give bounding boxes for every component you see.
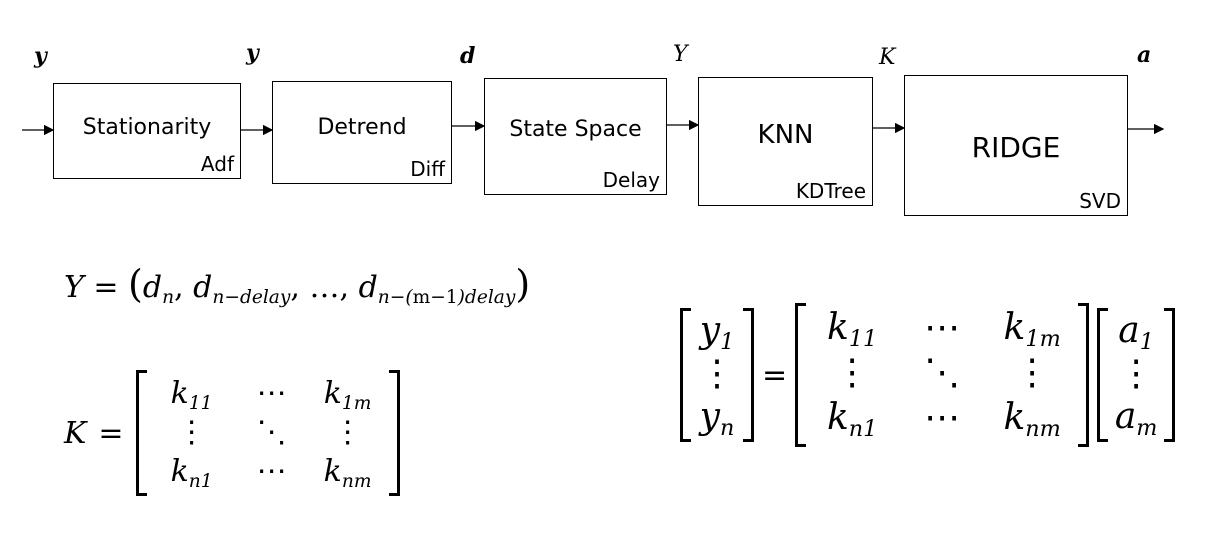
eq1-sub-last-a: n−( — [377, 286, 413, 308]
eq1-sub-n: n — [162, 286, 175, 308]
k2-vdots-right: ⋮ — [1014, 352, 1051, 393]
eq1-d1: d — [142, 270, 163, 305]
eq1-sub-last-b: )delay — [457, 286, 516, 308]
k-row1-hdots: ⋯ — [256, 376, 287, 411]
signal-y-input: y — [34, 43, 47, 69]
eq1-lhs: Y — [64, 270, 84, 305]
signal-d: d — [460, 43, 476, 69]
eq1-sub-last: n−(m−1)delay — [378, 287, 516, 308]
k-1m: k1m — [323, 376, 372, 414]
k-11: k11 — [170, 376, 213, 414]
block-state-space-method: Delay — [602, 168, 660, 192]
eq2-equals: = — [98, 415, 124, 451]
block-knn-title: KNN — [757, 120, 814, 150]
signal-y-stationary: y — [246, 40, 259, 66]
eq1-d3: d — [358, 270, 378, 305]
eq1-close-paren: ) — [515, 262, 531, 306]
eq1-sub-delay: n−delay — [212, 286, 291, 308]
block-ridge-title: RIDGE — [971, 131, 1061, 164]
k-nm: knm — [323, 454, 372, 492]
k2-row3-hdots: ⋯ — [924, 397, 961, 438]
signal-a: a — [1137, 42, 1152, 68]
y-1: y1 — [699, 310, 735, 356]
eq1-equals: = — [93, 270, 119, 305]
k-row3-hdots: ⋯ — [256, 454, 287, 489]
a-vector: a1 ⋮ am — [1097, 308, 1176, 442]
block-stationarity-method: Adf — [200, 152, 234, 176]
block-stationarity: Stationarity Adf — [53, 83, 241, 179]
k2-1m: k1m — [1003, 307, 1061, 353]
eq1-open-paren: ( — [128, 262, 143, 306]
equation-regression: y1 ⋮ yn = k11 ⋯ k1m ⋮ ⋱ ⋮ kn1 ⋯ knm a1 ⋮… — [680, 303, 1176, 447]
signal-K: K — [879, 45, 896, 70]
a-vdots: ⋮ — [1118, 353, 1155, 394]
block-ridge-method: SVD — [1079, 189, 1121, 213]
k2-n1: kn1 — [826, 397, 878, 443]
block-knn: KNN KDTree — [698, 77, 873, 206]
block-stationarity-title: Stationarity — [82, 115, 212, 140]
block-detrend-method: Diff — [410, 157, 445, 181]
block-state-space-title: State Space — [509, 117, 642, 142]
signal-Y: Y — [673, 42, 688, 67]
block-knn-method: KDTree — [795, 179, 866, 203]
k2-nm: knm — [1003, 397, 1061, 443]
y-vector: y1 ⋮ yn — [680, 308, 754, 442]
pipeline-arrows — [22, 119, 1165, 136]
k-n1: kn1 — [170, 454, 213, 492]
a-m: am — [1114, 396, 1158, 442]
block-state-space: State Space Delay — [484, 78, 667, 195]
k2-ddots: ⋱ — [924, 352, 961, 393]
eq1-comma-2: , — [290, 270, 300, 305]
eq2-lhs: K — [64, 415, 87, 451]
eq1-sub-last-m: m−1 — [412, 286, 458, 308]
block-detrend: Detrend Diff — [272, 81, 452, 184]
a-1: a1 — [1118, 310, 1154, 356]
k-vdots-right: ⋮ — [332, 415, 363, 450]
y-n: yn — [699, 396, 735, 442]
kernel-matrix: k11 ⋯ k1m ⋮ ⋱ ⋮ kn1 ⋯ knm — [135, 370, 400, 496]
k2-row1-hdots: ⋯ — [924, 307, 961, 348]
block-ridge: RIDGE SVD — [904, 75, 1128, 216]
eq1-ellipsis: … — [309, 270, 340, 305]
block-detrend-title: Detrend — [317, 115, 407, 140]
k-vdots-left: ⋮ — [176, 415, 207, 450]
eq3-equals: = — [762, 357, 788, 393]
eq1-comma-3: , — [339, 270, 350, 305]
equation-kernel: K = k11 ⋯ k1m ⋮ ⋱ ⋮ kn1 ⋯ knm — [64, 370, 400, 496]
k2-vdots-left: ⋮ — [834, 352, 871, 393]
kernel-matrix-2: k11 ⋯ k1m ⋮ ⋱ ⋮ kn1 ⋯ knm — [795, 303, 1090, 447]
k-ddots: ⋱ — [256, 415, 287, 450]
y-vdots: ⋮ — [699, 353, 735, 394]
eq1-d2: d — [193, 270, 213, 305]
k2-11: k11 — [827, 307, 878, 353]
eq1-comma-1: , — [174, 270, 184, 305]
equation-embedding: Y = (dn, dn−delay, …, dn−(m−1)delay) — [64, 262, 531, 308]
